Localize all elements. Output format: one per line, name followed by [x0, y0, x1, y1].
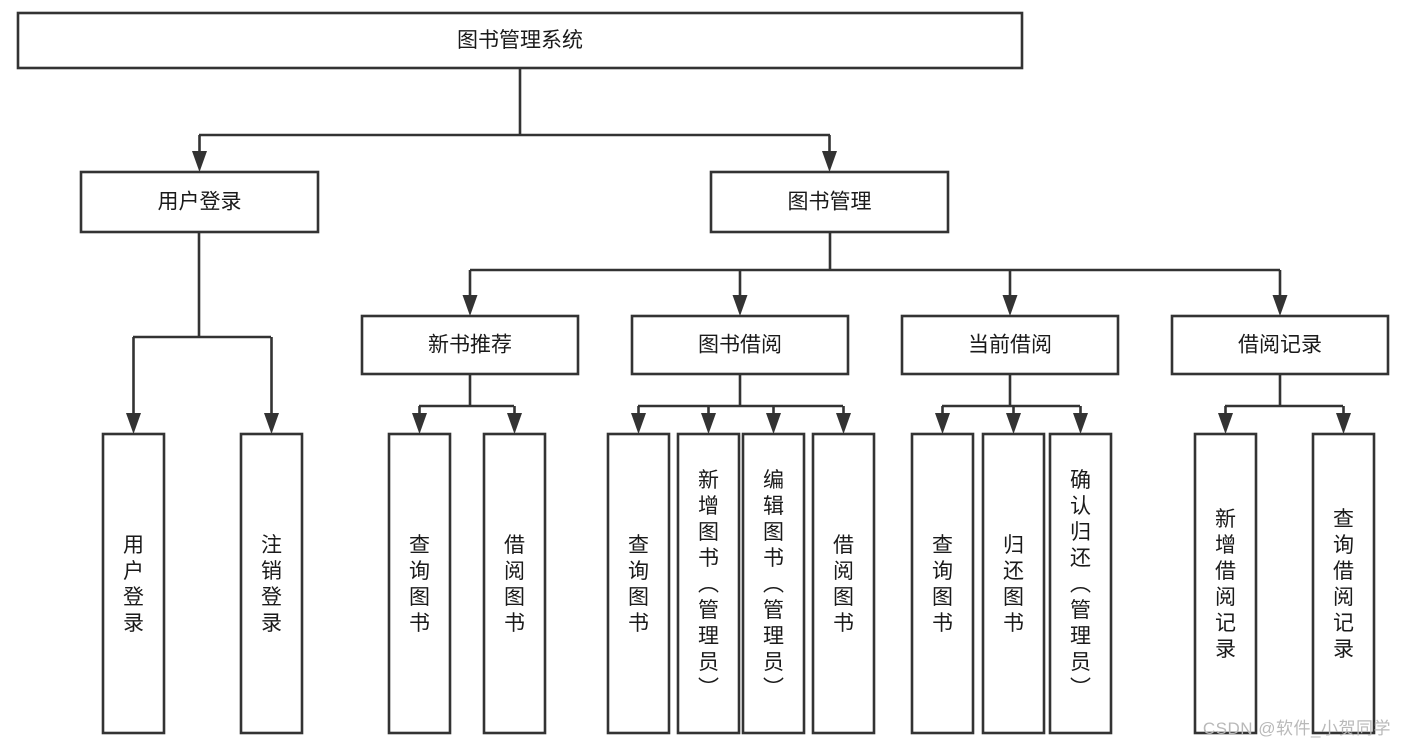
node-l3-borrow[interactable]: 图书借阅 — [630, 314, 850, 376]
connector-root-to-level2 — [199, 68, 830, 137]
edge-l3_newbook-to-leaf_nb_borrow — [507, 406, 522, 434]
node-leaf-cb-query[interactable]: 查询图书 — [910, 432, 975, 735]
node-l3-newbook[interactable]: 新书推荐 — [360, 314, 580, 376]
edge-l3_borrow-to-leaf_bb_query — [631, 406, 646, 434]
node-leaf-user-logout[interactable]: 注销登录 — [239, 432, 304, 735]
node-label: 编辑图书︵管理员︶ — [763, 469, 784, 700]
node-leaf-nb-borrow[interactable]: 借阅图书 — [482, 432, 547, 735]
edge-l2_book-to-l3_current — [1002, 270, 1018, 316]
edges-layer — [126, 68, 1351, 434]
connector-book-to-level3 — [470, 232, 1280, 272]
connector-borrow-to-leaves — [638, 374, 843, 408]
node-label: 图书管理 — [788, 191, 872, 214]
node-leaf-bb-add[interactable]: 新增图书︵管理员︶ — [676, 432, 741, 735]
edge-l2_user-to-leaf_user_logout — [264, 337, 279, 434]
node-leaf-cb-return[interactable]: 归还图书 — [981, 432, 1046, 735]
node-label: 借阅图书 — [833, 534, 854, 635]
edge-l2_book-to-l3_record — [1272, 270, 1288, 316]
node-leaf-bb-borrow[interactable]: 借阅图书 — [811, 432, 876, 735]
edge-l3_current-to-leaf_cb_confirm — [1073, 406, 1088, 434]
edge-l3_borrow-to-leaf_bb_edit — [766, 406, 781, 434]
edge-root-to-l2_user — [192, 135, 207, 172]
node-leaf-rec-query[interactable]: 查询借阅记录 — [1311, 432, 1376, 735]
node-leaf-nb-query[interactable]: 查询图书 — [387, 432, 452, 735]
node-l3-current[interactable]: 当前借阅 — [900, 314, 1120, 376]
node-leaf-bb-edit[interactable]: 编辑图书︵管理员︶ — [741, 432, 806, 735]
node-leaf-bb-query[interactable]: 查询图书 — [606, 432, 671, 735]
edge-l3_record-to-leaf_rec_query — [1336, 406, 1351, 434]
node-label: 查询借阅记录 — [1333, 508, 1354, 661]
node-label: 查询图书 — [409, 534, 430, 635]
node-label: 用户登录 — [123, 534, 144, 635]
node-label: 图书借阅 — [698, 334, 782, 357]
node-leaf-cb-confirm[interactable]: 确认归还︵管理员︶ — [1048, 432, 1113, 735]
edge-l2_book-to-l3_newbook — [462, 270, 478, 316]
nodes-layer: 图书管理系统用户登录图书管理新书推荐图书借阅当前借阅借阅记录用户登录注销登录查询… — [16, 11, 1390, 735]
node-root[interactable]: 图书管理系统 — [16, 11, 1024, 70]
edge-l3_current-to-leaf_cb_return — [1006, 406, 1021, 434]
edge-l3_borrow-to-leaf_bb_borrow — [836, 406, 851, 434]
connector-current-to-leaves — [942, 374, 1080, 408]
node-leaf-rec-add[interactable]: 新增借阅记录 — [1193, 432, 1258, 735]
node-label: 注销登录 — [261, 534, 282, 635]
node-label: 确认归还︵管理员︶ — [1070, 469, 1091, 700]
node-label: 新增图书︵管理员︶ — [698, 469, 719, 700]
node-label: 查询图书 — [628, 534, 649, 635]
edge-l2_book-to-l3_borrow — [732, 270, 748, 316]
node-label: 新书推荐 — [428, 334, 512, 357]
node-label: 新增借阅记录 — [1215, 508, 1236, 661]
connector-record-to-leaves — [1225, 374, 1343, 408]
node-label: 归还图书 — [1003, 534, 1024, 635]
edge-root-to-l2_book — [822, 135, 837, 172]
node-label: 当前借阅 — [968, 334, 1052, 357]
node-leaf-user-login[interactable]: 用户登录 — [101, 432, 166, 735]
edge-l2_user-to-leaf_user_login — [126, 337, 141, 434]
edge-l3_newbook-to-leaf_nb_query — [412, 406, 427, 434]
node-label: 用户登录 — [158, 191, 242, 214]
node-l2-book[interactable]: 图书管理 — [709, 170, 950, 234]
node-label: 借阅图书 — [504, 534, 525, 635]
connector-user-to-leaves — [133, 232, 271, 339]
edge-l3_record-to-leaf_rec_add — [1218, 406, 1233, 434]
node-label: 借阅记录 — [1238, 334, 1322, 357]
edge-l3_borrow-to-leaf_bb_add — [701, 406, 716, 434]
node-l3-record[interactable]: 借阅记录 — [1170, 314, 1390, 376]
node-l2-user[interactable]: 用户登录 — [79, 170, 320, 234]
connector-newbook-to-leaves — [419, 374, 514, 408]
node-label: 图书管理系统 — [457, 29, 583, 52]
node-label: 查询图书 — [932, 534, 953, 635]
edge-l3_current-to-leaf_cb_query — [935, 406, 950, 434]
